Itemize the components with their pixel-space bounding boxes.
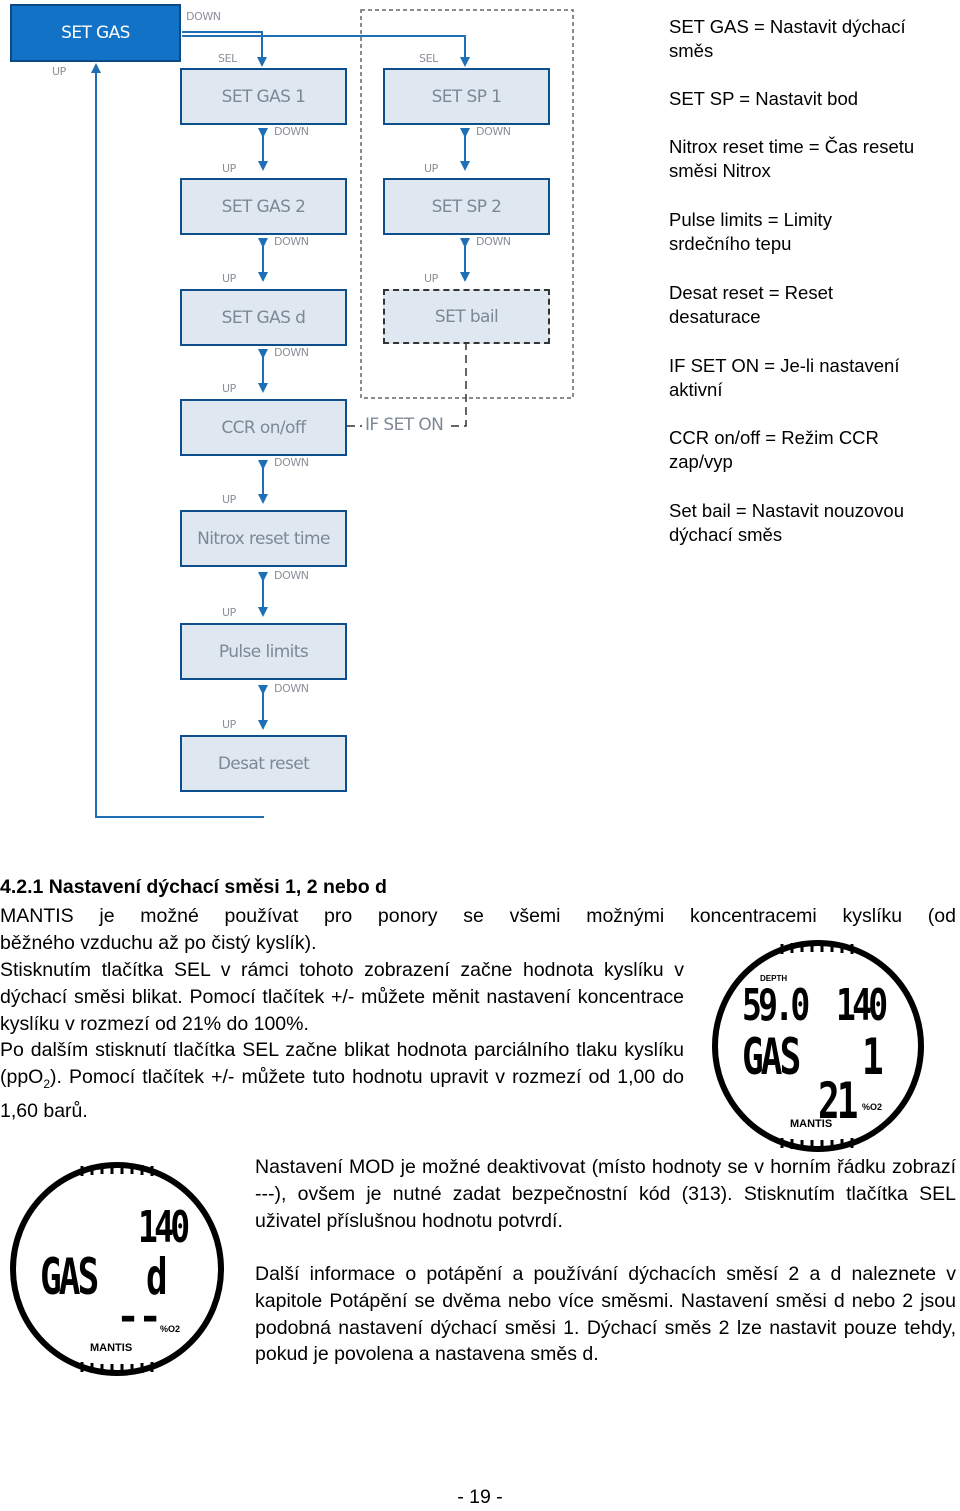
down-label: DOWN — [186, 10, 221, 23]
legend-item: SET SP = Nastavit bod — [669, 88, 859, 109]
brand-logo: MANTIS — [790, 1118, 833, 1130]
set-sp-2-box: SET SP 2 — [383, 178, 550, 235]
up-label: UP — [222, 606, 236, 619]
pulse-limits-label: Pulse limits — [218, 641, 309, 662]
mod-value: 140 — [138, 1202, 190, 1253]
display-face — [10, 1162, 224, 1376]
dive-computer-display-gas-1: DEPTH 59.0 140 GAS 1 21 %O2 MANTIS — [712, 940, 924, 1152]
set-sp-1-label: SET SP 1 — [431, 86, 502, 107]
intro-paragraph: MANTIS je možné používat pro ponory se v… — [0, 905, 956, 954]
ccr-box: CCR on/off — [180, 399, 347, 456]
o2-unit: %O2 — [862, 1102, 883, 1112]
gas-number: d — [146, 1248, 168, 1306]
set-gas-2-label: SET GAS 2 — [221, 196, 306, 217]
set-gas-1-box: SET GAS 1 — [180, 68, 347, 125]
down-label: DOWN — [274, 569, 309, 582]
up-label: UP — [222, 718, 236, 731]
ccr-label: CCR on/off — [221, 417, 306, 438]
down-label: DOWN — [476, 125, 511, 138]
down-label: DOWN — [476, 235, 511, 248]
nitrox-reset-label: Nitrox reset time — [197, 528, 330, 549]
if-set-on-label: IF SET ON — [362, 415, 447, 435]
set-bail-label: SET bail — [434, 306, 499, 327]
sel-label: SEL — [419, 52, 438, 65]
sel-label: SEL — [218, 52, 237, 65]
flow-connectors — [91, 9, 574, 818]
paragraph-more-info: Další informace o potápění a používání d… — [255, 1263, 956, 1366]
gas-label: GAS — [742, 1028, 801, 1086]
gas-label: GAS — [40, 1248, 99, 1306]
set-gas-d-box: SET GAS d — [180, 289, 347, 346]
set-gas-1-label: SET GAS 1 — [221, 86, 306, 107]
down-label: DOWN — [274, 682, 309, 695]
menu-flow-diagram: SET GAS SET GAS 1 SET GAS 2 SET GAS d CC… — [0, 0, 660, 840]
dive-computer-display-gas-d: 140 GAS d -- %O2 MANTIS — [10, 1162, 224, 1376]
section-heading: 4.2.1 Nastavení dýchací směsi 1, 2 nebo … — [0, 876, 387, 898]
desat-reset-label: Desat reset — [217, 753, 310, 774]
up-label: UP — [424, 272, 438, 285]
set-gas-d-label: SET GAS d — [221, 307, 306, 328]
o2-value: -- — [116, 1294, 162, 1340]
brand-logo: MANTIS — [90, 1342, 133, 1354]
o2-unit: %O2 — [160, 1324, 181, 1334]
pulse-limits-box: Pulse limits — [180, 623, 347, 680]
up-label: UP — [222, 493, 236, 506]
paragraph-oxygen: Stisknutím tlačítka SEL v rámci tohoto z… — [0, 957, 684, 1125]
down-label: DOWN — [274, 456, 309, 469]
paragraph-mod: Nastavení MOD je možné deaktivovat (míst… — [255, 1156, 956, 1232]
set-gas-label: SET GAS — [61, 23, 130, 43]
up-label: UP — [424, 162, 438, 175]
set-sp-1-box: SET SP 1 — [383, 68, 550, 125]
page-number: - 19 - — [457, 1486, 503, 1508]
gas-number: 1 — [862, 1028, 884, 1086]
down-label: DOWN — [274, 346, 309, 359]
desat-reset-box: Desat reset — [180, 735, 347, 792]
set-gas-2-box: SET GAS 2 — [180, 178, 347, 235]
paragraph-ppo2: Po dalším stisknutí tlačítka SEL začne b… — [0, 1039, 684, 1122]
up-label: UP — [222, 382, 236, 395]
up-label: UP — [222, 162, 236, 175]
depth-label: DEPTH — [760, 974, 788, 983]
display-face — [712, 940, 924, 1152]
up-label: UP — [222, 272, 236, 285]
up-label: UP — [52, 65, 66, 78]
down-label: DOWN — [274, 125, 309, 138]
sp-group-frame — [360, 9, 574, 399]
down-label: DOWN — [274, 235, 309, 248]
nitrox-reset-box: Nitrox reset time — [180, 510, 347, 567]
o2-value: 21 — [818, 1072, 858, 1130]
set-bail-box: SET bail — [383, 289, 550, 344]
depth-value: 59.0 — [742, 980, 810, 1031]
set-gas-box: SET GAS — [10, 4, 181, 62]
mod-value: 140 — [836, 980, 888, 1031]
set-sp-2-label: SET SP 2 — [431, 196, 502, 217]
